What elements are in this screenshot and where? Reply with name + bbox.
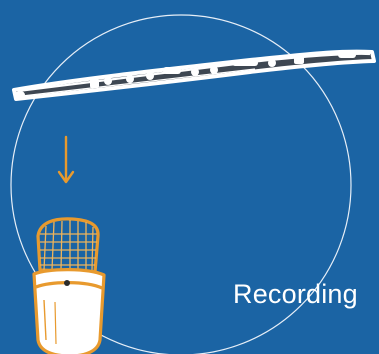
microphone-illustration [34,219,104,354]
recording-label: Recording [233,277,358,311]
